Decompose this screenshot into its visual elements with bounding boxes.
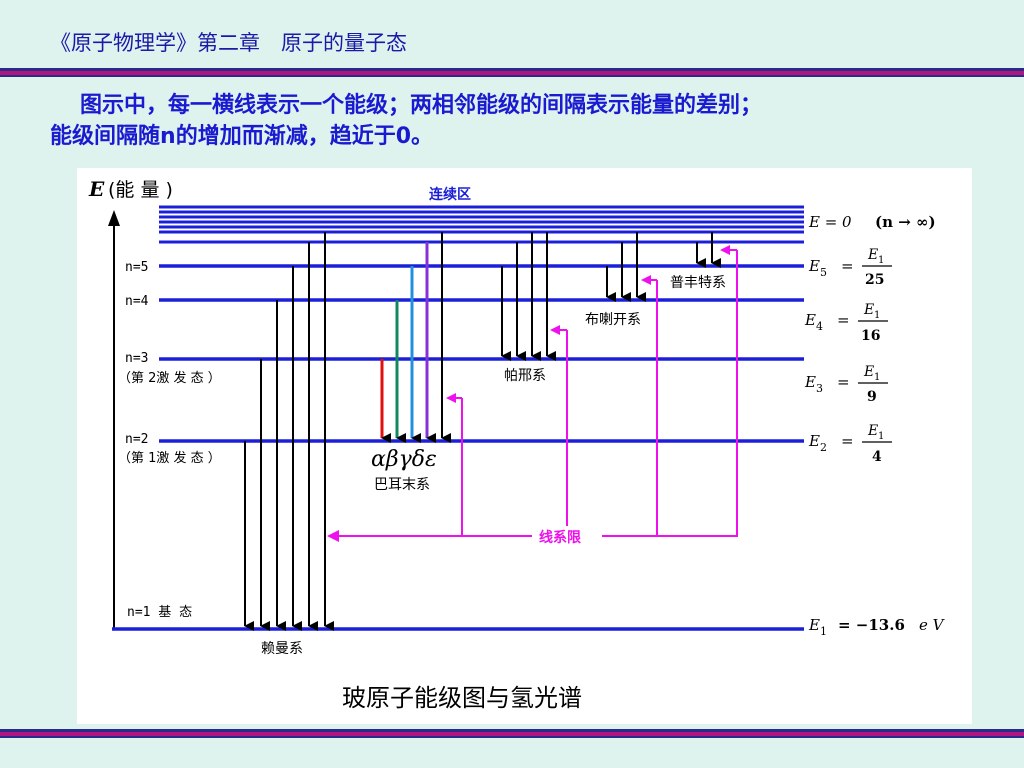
formula-e5-num-sub: 1 xyxy=(878,255,884,266)
axis-arrow-icon xyxy=(108,210,120,226)
lyman-series-arrows xyxy=(244,232,334,631)
formula-e4-lhs: E xyxy=(804,311,816,329)
energy-axis xyxy=(108,210,120,628)
intro-line-2: 能级间隔随n的增加而渐减，趋近于0。 xyxy=(50,124,434,149)
formula-e2-sub: 2 xyxy=(820,441,827,454)
formula-e2-eq: = xyxy=(841,432,854,450)
formula-e3-num: E xyxy=(863,364,874,380)
formula-e3-num-sub: 1 xyxy=(874,372,880,383)
level-label-n3: n=3 xyxy=(125,351,148,366)
brackett-series-arrows xyxy=(606,232,646,302)
level-label-n4: n=4 xyxy=(125,294,149,309)
formula-e1-lhs: E xyxy=(808,616,820,634)
bottom-divider xyxy=(0,729,1024,738)
balmer-greek-label: αβγδε xyxy=(371,447,437,472)
formula-e5-eq: = xyxy=(841,257,854,275)
intro-text: 图示中，每一横线表示一个能级；两相邻能级的间隔表示能量的差别； 能级间隔随n的增… xyxy=(50,90,1000,152)
balmer-label: 巴耳末系 xyxy=(374,477,430,493)
pfund-label: 普丰特系 xyxy=(670,275,726,291)
top-divider xyxy=(0,68,1024,77)
formula-e-inf-limit: (n → ∞) xyxy=(875,213,936,231)
level-note-n3: （第 2激 发 态 ） xyxy=(118,370,221,386)
formula-e5-den: 25 xyxy=(865,272,884,288)
diagram-caption: 玻原子能级图与氢光谱 xyxy=(342,684,582,712)
series-limit-arrowheads xyxy=(327,245,730,542)
formula-e1-sub: 1 xyxy=(820,625,827,638)
formula-e3-sub: 3 xyxy=(816,382,823,395)
formula-e1-unit: e V xyxy=(919,616,946,634)
formula-e2-num-sub: 1 xyxy=(878,431,884,442)
energy-level-diagram: E (能 量 ) 连续区 n=5 n=4 n=3 （第 2激 发 态 ） n=2… xyxy=(77,168,972,724)
continuum-lines xyxy=(159,205,804,244)
formula-e5-sub: 5 xyxy=(820,266,827,279)
formula-e1-value: = −13.6 xyxy=(838,616,905,634)
continuum-label: 连续区 xyxy=(429,186,471,203)
slide-title: 《原子物理学》第二章 原子的量子态 xyxy=(50,31,407,55)
formula-e2-lhs: E xyxy=(808,432,820,450)
formula-e4-sub: 4 xyxy=(816,320,823,333)
brackett-label: 布喇开系 xyxy=(585,312,641,328)
formula-e5-num: E xyxy=(867,247,878,263)
balmer-series-arrows xyxy=(380,232,451,443)
formula-e3-lhs: E xyxy=(804,373,816,391)
lyman-label: 赖曼系 xyxy=(261,641,303,657)
formula-e4-den: 16 xyxy=(861,328,880,344)
axis-label-e: E xyxy=(88,177,105,201)
level-note-n2: （第 1激 发 态 ） xyxy=(118,450,221,466)
formula-e5-lhs: E xyxy=(808,257,820,275)
series-limit-label: 线系限 xyxy=(539,529,581,546)
formula-e4-num: E xyxy=(863,302,874,318)
formula-e4-num-sub: 1 xyxy=(874,310,880,321)
formula-e3-eq: = xyxy=(837,373,850,391)
paschen-series-arrows xyxy=(501,232,556,361)
formula-e2-num: E xyxy=(867,423,878,439)
formula-e3-den: 9 xyxy=(867,389,877,405)
pfund-series-arrows xyxy=(696,232,721,268)
formula-e-inf: E = 0 xyxy=(808,213,852,231)
paschen-label: 帕邢系 xyxy=(504,368,546,384)
formula-e2-den: 4 xyxy=(872,449,882,465)
level-label-n2: n=2 xyxy=(125,432,148,447)
formula-e4-eq: = xyxy=(837,311,850,329)
axis-label-energy: (能 量 ) xyxy=(108,179,173,201)
level-label-n1: n=1 基 态 xyxy=(127,605,192,620)
intro-line-1: 图示中，每一横线表示一个能级；两相邻能级的间隔表示能量的差别； xyxy=(80,93,763,118)
level-label-n5: n=5 xyxy=(125,260,148,275)
